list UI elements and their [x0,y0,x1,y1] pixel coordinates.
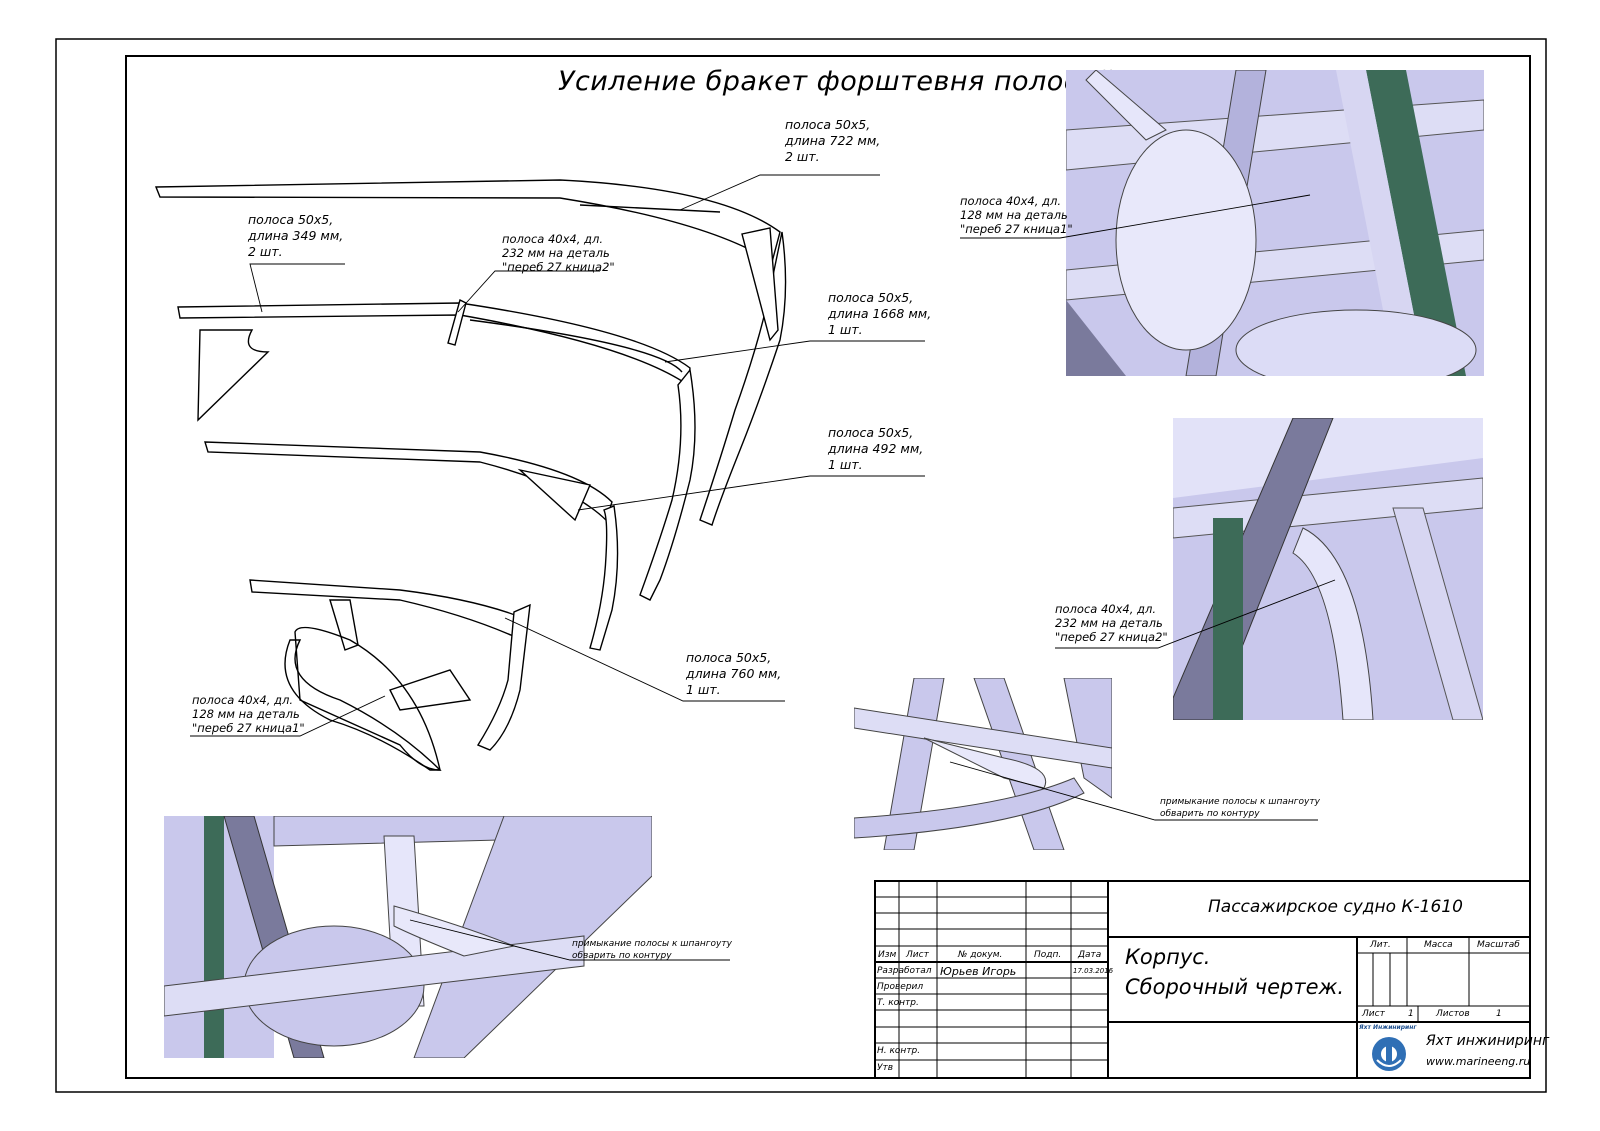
tb-drawing-name-2: Сборочный чертеж. [1125,975,1345,999]
drawing-title: Усиление бракет форштевня полосой [558,66,1115,97]
tb-header-date: Дата [1078,950,1102,960]
callout-strip-349: полоса 50x5,длина 349 мм,2 шт. [248,212,344,259]
callout-strip-760: полоса 50x5,длина 760 мм,1 шт. [686,650,782,697]
callout-knee1-128: полоса 40x4, дл.128 мм на деталь"переб 2… [192,693,305,735]
tb-website: www.marineeng.ru [1426,1055,1531,1068]
detail-view-joint-left [164,816,652,1058]
detail-callout-knee1: полоса 40x4, дл.128 мм на деталь"переб 2… [960,194,1073,236]
tb-date-value: 17.03.2016 [1073,967,1114,975]
tb-sheet-number: 1 [1408,1009,1414,1019]
detail-view-knee1-shading [1066,70,1484,376]
tb-lit-label: Лит. [1370,940,1391,950]
tb-sheets-label: Листов [1436,1009,1470,1019]
tb-header-doc: № докум. [958,950,1003,960]
detail-view-joint-left-shading [164,816,652,1058]
logo-text: Яхт Инжиниринг [1359,1024,1417,1031]
tb-company-name: Яхт инжиниринг [1426,1033,1550,1049]
tb-row-developed: Разработал [877,966,932,976]
tb-row-checked: Проверил [877,982,924,992]
tb-sheet-label: Лист [1362,1009,1385,1019]
tb-header-list: Лист [906,950,929,960]
tb-scale-label: Масштаб [1477,940,1520,950]
tb-developer-name: Юрьев Игорь [940,965,1017,978]
tb-row-ncontrol: Н. контр. [877,1046,921,1056]
detail-view-joint-right [854,678,1112,850]
tb-sheets-number: 1 [1496,1009,1502,1019]
tb-header-sign: Подп. [1034,950,1062,960]
callout-strip-1668: полоса 50x5,длина 1668 мм,1 шт. [828,290,932,337]
callout-knee2-232: полоса 40x4, дл.232 мм на деталь"переб 2… [502,232,615,274]
detail-view-knee2 [1173,418,1483,720]
callout-strip-492: полоса 50x5,длина 492 мм,1 шт. [828,425,924,472]
tb-drawing-name-1: Корпус. [1125,945,1211,969]
callout-strip-722: полоса 50x5,длина 722 мм,2 шт. [785,117,881,164]
tb-project-title: Пассажирское судно К-1610 [1208,897,1463,917]
tb-mass-label: Масса [1424,940,1453,950]
tb-header-izm: Изм [878,950,897,960]
detail-view-joint-right-shading [854,678,1112,850]
tb-row-tcontrol: Т. контр. [877,998,919,1008]
tb-row-approved: Утв [877,1063,894,1073]
gear-anchor-icon [1372,1037,1406,1071]
company-logo: Яхт Инжиниринг [1359,1024,1419,1076]
detail-view-knee2-shading [1173,418,1483,720]
detail-callout-knee2: полоса 40x4, дл.232 мм на деталь"переб 2… [1055,602,1168,644]
detail-view-knee1 [1066,70,1484,376]
